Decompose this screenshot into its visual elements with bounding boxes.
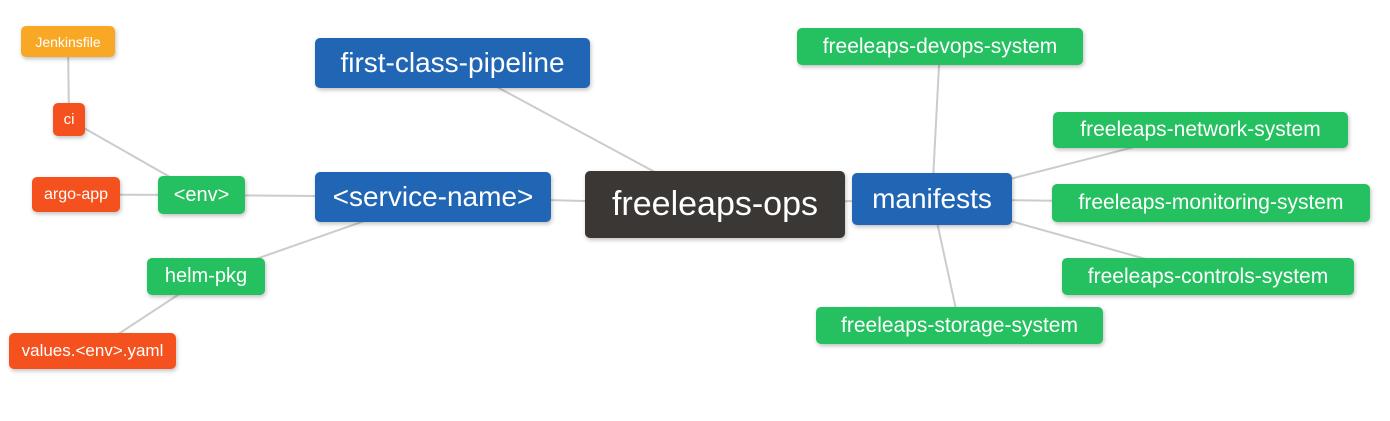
- node-values-env-yaml[interactable]: values.<env>.yaml: [9, 333, 176, 369]
- node-first-class-pipeline[interactable]: first-class-pipeline: [315, 38, 590, 88]
- node-freeleaps-ops[interactable]: freeleaps-ops: [585, 171, 845, 238]
- node-manifests[interactable]: manifests: [852, 173, 1012, 225]
- node-freeleaps-storage-system[interactable]: freeleaps-storage-system: [816, 307, 1103, 344]
- node-freeleaps-network-system[interactable]: freeleaps-network-system: [1053, 112, 1348, 148]
- node-service-name[interactable]: <service-name>: [315, 172, 551, 222]
- node-freeleaps-controls-system[interactable]: freeleaps-controls-system: [1062, 258, 1354, 295]
- node-freeleaps-monitoring-system[interactable]: freeleaps-monitoring-system: [1052, 184, 1370, 222]
- node-freeleaps-devops-system[interactable]: freeleaps-devops-system: [797, 28, 1083, 65]
- node-jenkinsfile[interactable]: Jenkinsfile: [21, 26, 115, 57]
- node-env[interactable]: <env>: [158, 176, 245, 214]
- node-argo-app[interactable]: argo-app: [32, 177, 120, 212]
- node-helm-pkg[interactable]: helm-pkg: [147, 258, 265, 295]
- node-ci[interactable]: ci: [53, 103, 85, 136]
